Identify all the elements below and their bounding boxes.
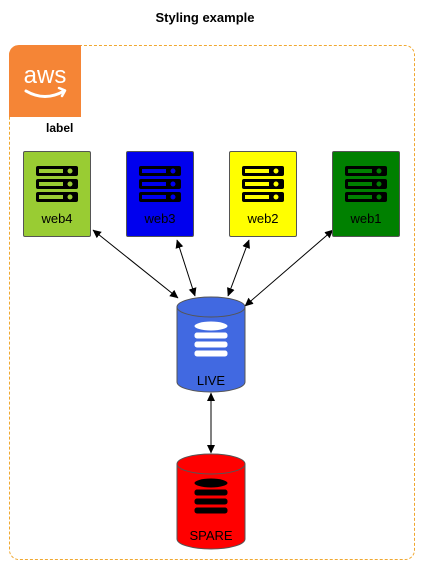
- edge-live-web1: [244, 229, 334, 307]
- aws-group-boundary: [9, 45, 415, 560]
- server-label: web1: [350, 211, 382, 226]
- edge-live-web2: [227, 239, 250, 297]
- server-rack-icon: [345, 166, 387, 202]
- server-web1[interactable]: web1: [332, 151, 400, 237]
- diagram-title: Styling example: [155, 10, 255, 25]
- aws-logo-text: aws: [24, 62, 67, 89]
- server-label: web3: [144, 211, 176, 226]
- server-rack-icon: [36, 166, 78, 202]
- server-web2[interactable]: web2: [229, 151, 297, 237]
- server-web3[interactable]: web3: [126, 151, 194, 237]
- database-cylinder-icon: [176, 453, 246, 550]
- edge-live-web4: [92, 229, 179, 299]
- group-label: label: [46, 121, 74, 135]
- aws-logo-icon: aws: [9, 45, 81, 117]
- database-label: LIVE: [196, 373, 226, 388]
- database-cylinder-icon: [176, 296, 246, 393]
- database-live[interactable]: LIVE: [176, 296, 246, 393]
- server-label: web2: [247, 211, 279, 226]
- server-rack-icon: [242, 166, 284, 202]
- database-spare[interactable]: SPARE: [176, 453, 246, 550]
- server-rack-icon: [139, 166, 181, 202]
- server-web4[interactable]: web4: [23, 151, 91, 237]
- server-label: web4: [41, 211, 73, 226]
- edge-live-web3: [175, 239, 197, 297]
- database-label: SPARE: [189, 528, 233, 543]
